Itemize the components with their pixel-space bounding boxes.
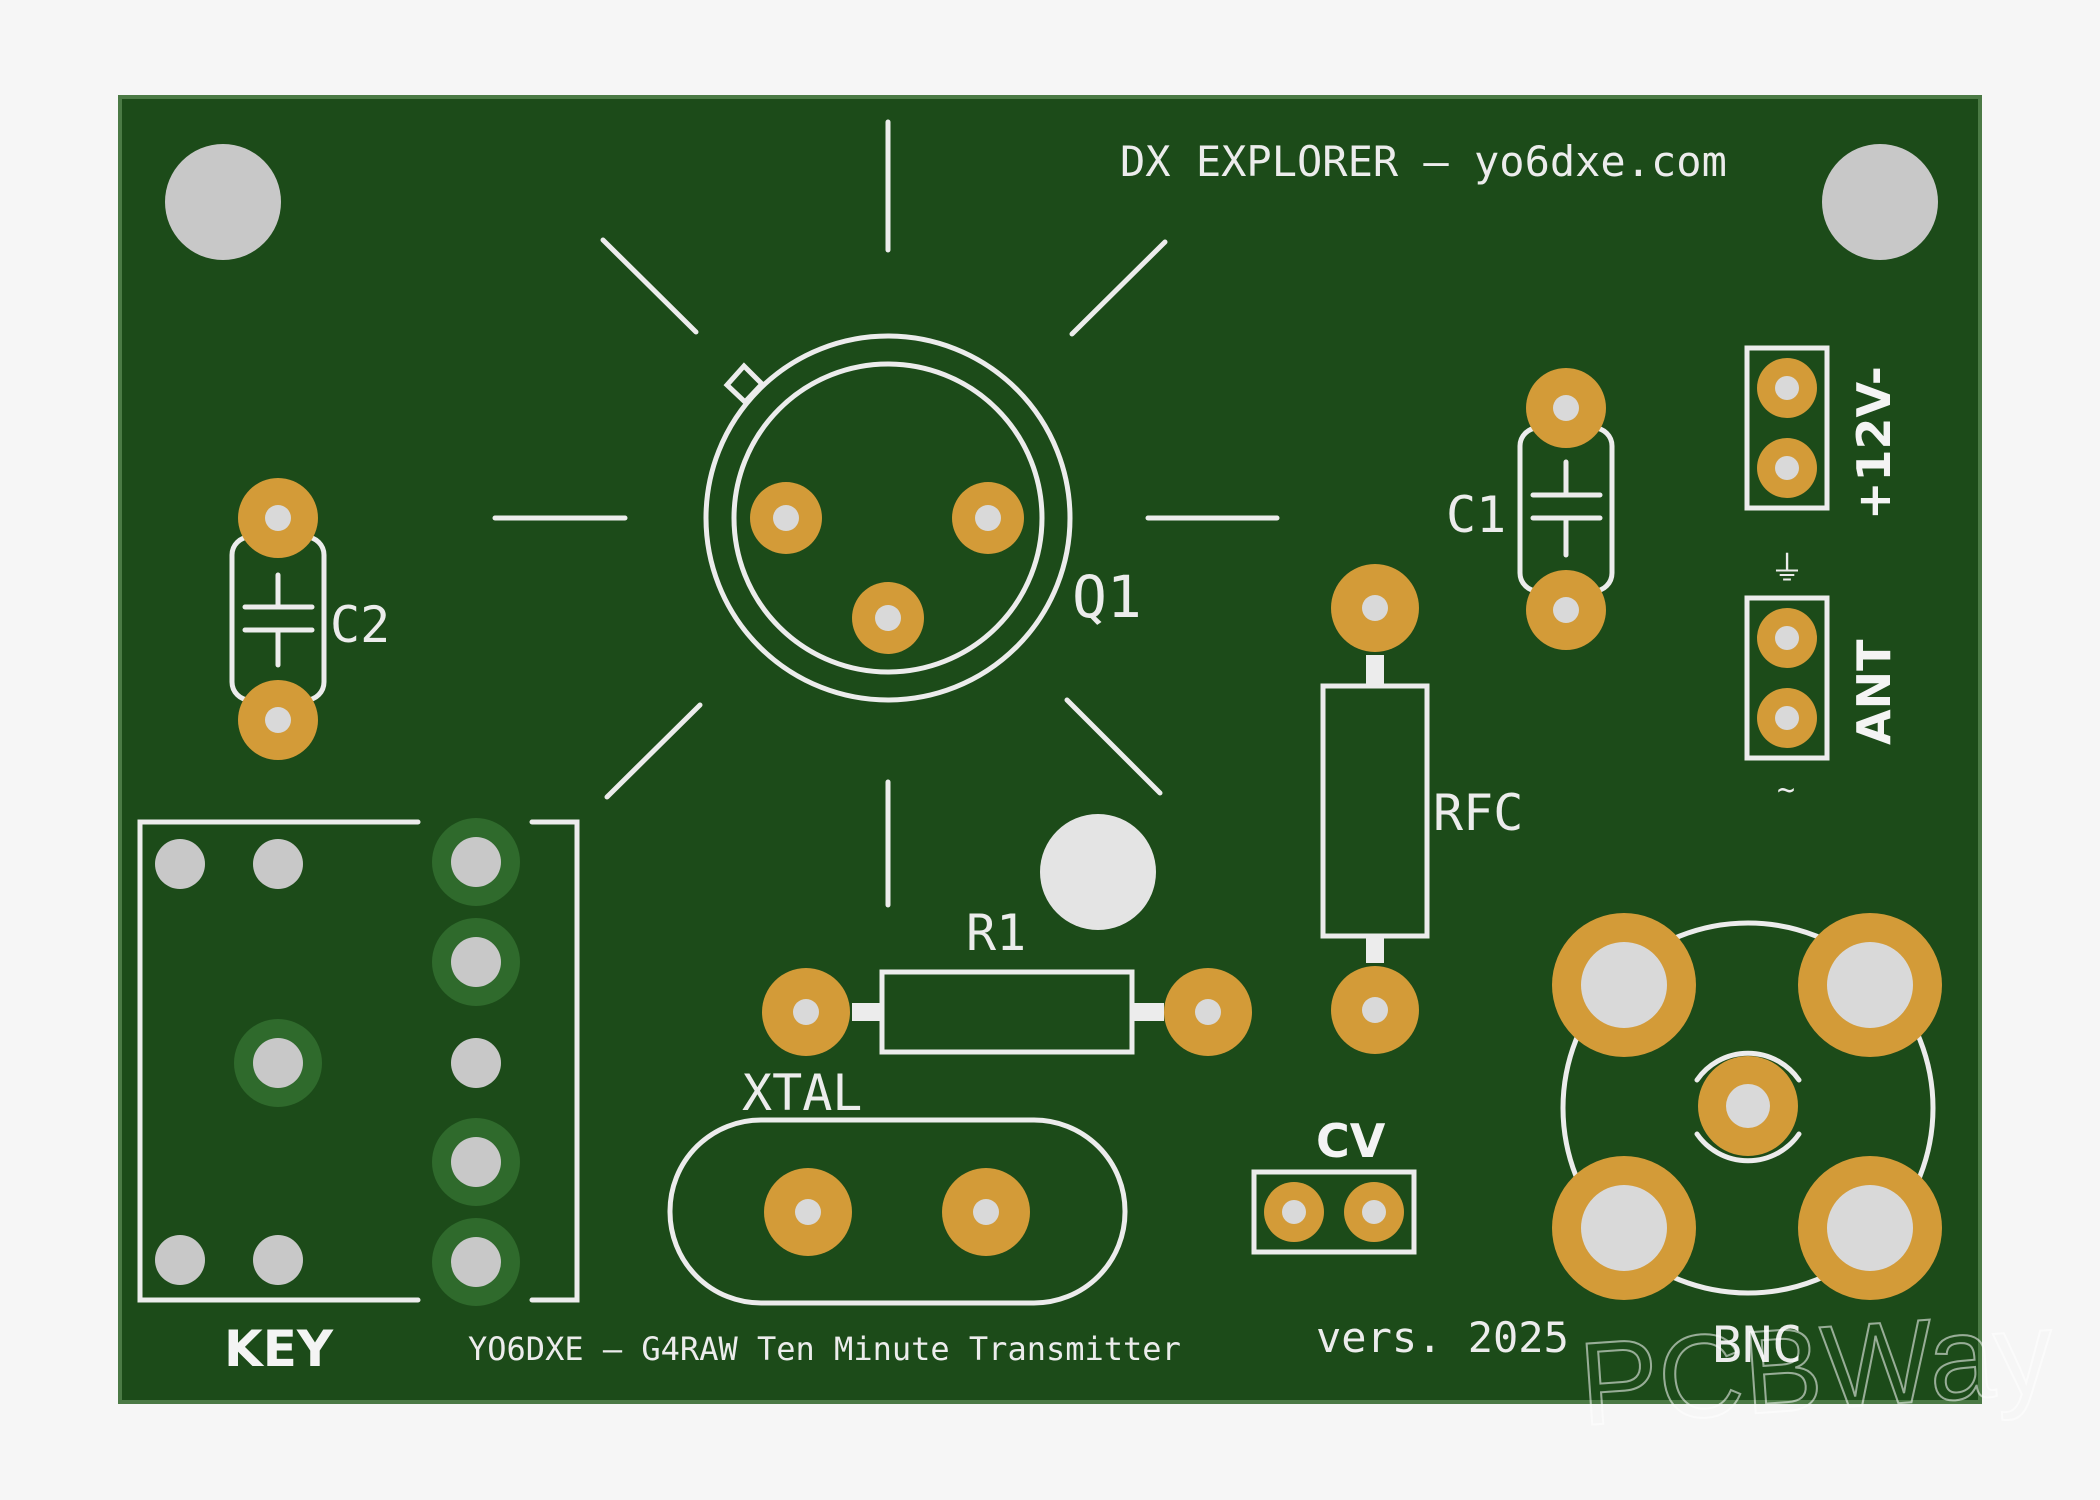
xtal-label: XTAL <box>742 1064 862 1122</box>
r1-resistor <box>762 968 1252 1056</box>
mounting-hole-top-right <box>1822 144 1938 260</box>
c2-label: C2 <box>330 596 390 654</box>
bnc-connector <box>1552 913 1942 1300</box>
cv-trimmer <box>1251 1169 1417 1255</box>
r1-label: R1 <box>966 904 1026 962</box>
antenna-connector <box>1744 595 1830 761</box>
cv-label: CV <box>1316 1114 1386 1168</box>
key-label: KEY <box>224 1320 334 1378</box>
q1-label: Q1 <box>1072 563 1142 631</box>
xtal-crystal <box>667 1117 1128 1306</box>
bnc-label: BNC <box>1712 1316 1802 1374</box>
tilde-symbol: ~ <box>1777 773 1795 808</box>
key-jack <box>137 818 580 1306</box>
q1-transistor <box>492 119 1280 908</box>
ant-label: ANT <box>1847 639 1901 745</box>
mounting-hole-center <box>1040 814 1156 930</box>
rfc-inductor <box>1320 564 1430 1054</box>
version-label: vers. 2025 <box>1316 1313 1569 1362</box>
c1-capacitor <box>1517 368 1615 650</box>
c1-label: C1 <box>1446 486 1506 544</box>
power-label: +12V- <box>1847 366 1901 520</box>
ground-symbol: ⏚ <box>1770 549 1804 589</box>
c2-capacitor <box>229 478 327 760</box>
power-connector <box>1744 345 1830 511</box>
mounting-hole-top-left <box>165 144 281 260</box>
pcb-board <box>118 95 1982 1404</box>
board-footer: YO6DXE – G4RAW Ten Minute Transmitter <box>468 1330 1181 1368</box>
board-title: DX EXPLORER – yo6dxe.com <box>1120 137 1727 186</box>
rfc-label: RFC <box>1433 784 1523 842</box>
